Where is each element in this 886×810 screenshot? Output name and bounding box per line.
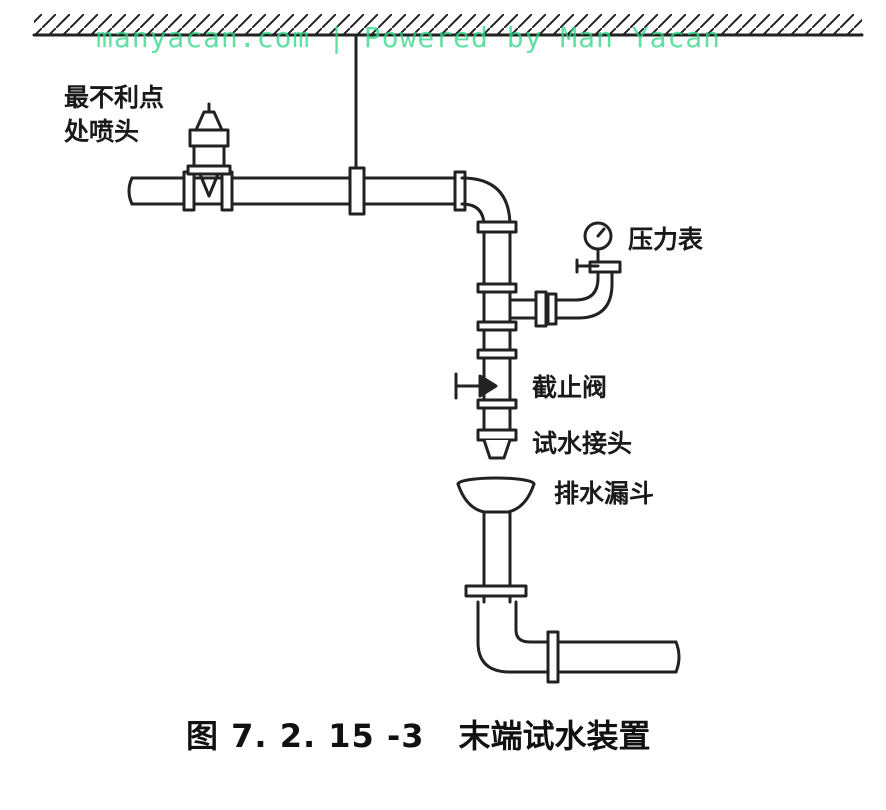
figure-caption: 图 7. 2. 15 -3 末端试水装置 <box>186 714 651 758</box>
watermark: manyacan.com | Powered by Man Yacan <box>96 21 722 54</box>
drain-pipe <box>464 510 681 684</box>
test-connector-label: 试水接头 <box>532 429 633 458</box>
pressure-gauge-icon <box>575 221 613 274</box>
ceiling <box>32 14 864 37</box>
vertical-pipe <box>476 220 518 432</box>
stop-valve-label: 截止阀 <box>532 373 608 402</box>
pressure-gauge-label: 压力表 <box>628 225 704 254</box>
stop-valve-icon <box>454 372 498 400</box>
figure-number: 图 7. 2. 15 -3 <box>186 717 425 755</box>
gauge-branch-pipe <box>508 260 622 328</box>
sprinkler-label-line1: 最不利点 <box>64 83 165 112</box>
test-water-connector <box>476 428 518 460</box>
sprinkler-head-icon <box>186 102 232 198</box>
elbow-fitting <box>460 176 512 228</box>
terminal-test-device-diagram <box>32 14 864 684</box>
drain-funnel-icon <box>456 476 536 514</box>
horizontal-pipe <box>127 166 467 216</box>
sprinkler-label-line2: 处喷头 <box>64 117 140 146</box>
figure-title: 末端试水装置 <box>458 717 651 755</box>
drain-funnel-label: 排水漏斗 <box>554 479 655 508</box>
